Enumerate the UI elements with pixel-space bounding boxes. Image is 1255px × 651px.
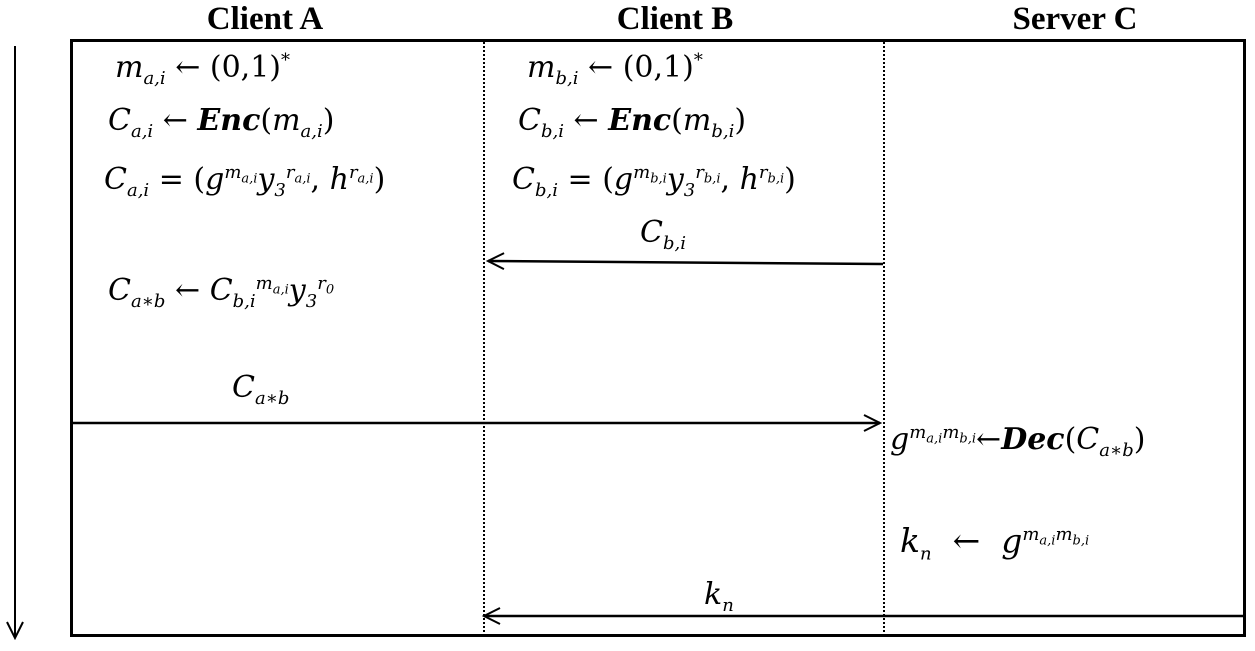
divider-a-b (483, 42, 485, 636)
server-c-step-2: kn ← gma,imb,i (900, 521, 1090, 565)
client-b-step-1: mb,i ← (0,1)* (527, 50, 703, 89)
server-c-step-1: gma,imb,i←Dec(Ca∗b) (890, 422, 1146, 461)
client-a-step-4: Ca∗b ← Cb,ima,iy3r0 (108, 273, 335, 312)
client-a-step-1: ma,i ← (0,1)* (115, 50, 291, 89)
message-label-cab: Ca∗b (232, 370, 290, 409)
arrow-cbi-to-client-a (488, 261, 884, 264)
client-a-step-3: Ca,i = (gma,iy3ra,i, hra,i) (104, 162, 386, 201)
server-c-header: Server C (1012, 1, 1138, 37)
client-a-step-2: Ca,i ← Enc(ma,i) (108, 103, 335, 142)
client-b-header: Client B (616, 1, 734, 37)
divider-b-c (883, 42, 885, 636)
message-label-cbi: Cb,i (640, 215, 686, 254)
client-b-step-2: Cb,i ← Enc(mb,i) (518, 103, 747, 142)
client-a-header: Client A (206, 1, 324, 37)
message-label-kn: kn (704, 577, 734, 616)
protocol-frame (70, 39, 1246, 637)
client-b-step-3: Cb,i = (gmb,iy3rb,i, hrb,i) (512, 162, 796, 201)
